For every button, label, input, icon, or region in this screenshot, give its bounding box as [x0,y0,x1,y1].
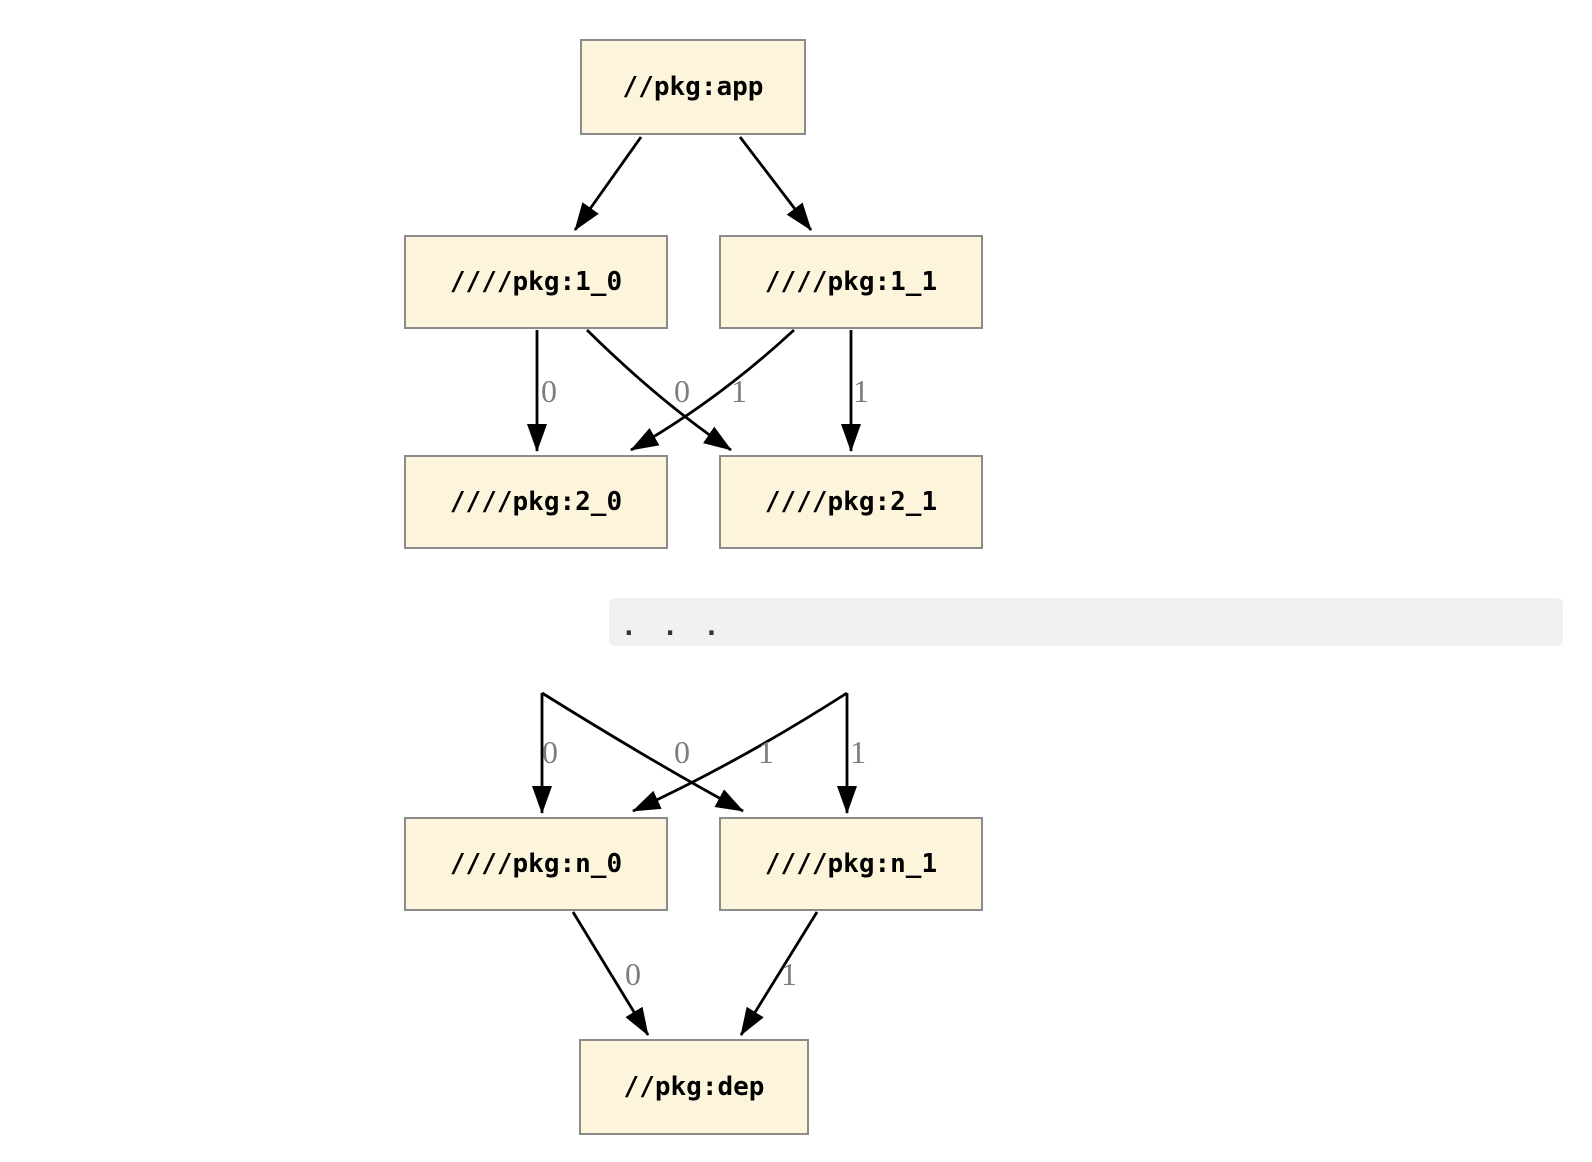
edge-app-to-1_0 [573,136,643,231]
edge-label-prev-n_1-cross: 1 [758,734,774,770]
node-pkg-dep: //pkg:dep [579,1039,809,1135]
edge-label-1_0-2_0: 0 [541,373,557,409]
node-pkg-n_1: ////pkg:n_1 [719,817,983,911]
edge-label-n_1-dep: 1 [781,956,797,992]
edge-1_0-to-2_1 [586,329,732,452]
edge-label-1_1-2_1: 1 [853,373,869,409]
node-pkg-2_1: ////pkg:2_1 [719,455,983,549]
edge-prev-to-n_1-cross [541,691,744,813]
node-pkg-1_0: ////pkg:1_0 [404,235,668,329]
edge-label-prev-n_0-straight: 0 [542,734,558,770]
node-pkg-n_0: ////pkg:n_0 [404,817,668,911]
ellipsis-text: . . . [621,612,725,642]
node-pkg-1_1: ////pkg:1_1 [719,235,983,329]
node-pkg-2_0: ////pkg:2_0 [404,455,668,549]
node-pkg-app: //pkg:app [580,39,806,135]
node-label: //pkg:app [622,72,764,102]
node-label: ////pkg:2_1 [764,487,938,517]
node-label: ////pkg:2_0 [449,487,623,517]
node-label: //pkg:dep [623,1072,765,1102]
node-label: ////pkg:n_0 [449,849,623,879]
edge-label-n_0-dep: 0 [625,956,641,992]
node-label: ////pkg:1_1 [764,267,938,297]
edge-app-to-1_1 [738,136,813,231]
edge-n_1-to-dep [739,911,819,1036]
node-label: ////pkg:1_0 [449,267,623,297]
edge-label-1_0-2_1: 1 [731,373,747,409]
edge-prev-to-n_0-cross [632,691,848,813]
edge-1_1-to-2_0 [630,328,795,452]
edge-label-prev-n_1-straight: 1 [850,734,866,770]
edge-label-prev-n_0-cross: 0 [674,734,690,770]
node-label: ////pkg:n_1 [764,849,938,879]
edge-n_0-to-dep [571,911,650,1036]
edge-label-1_1-2_0: 0 [674,373,690,409]
ellipsis-bar: . . . [609,598,1563,646]
